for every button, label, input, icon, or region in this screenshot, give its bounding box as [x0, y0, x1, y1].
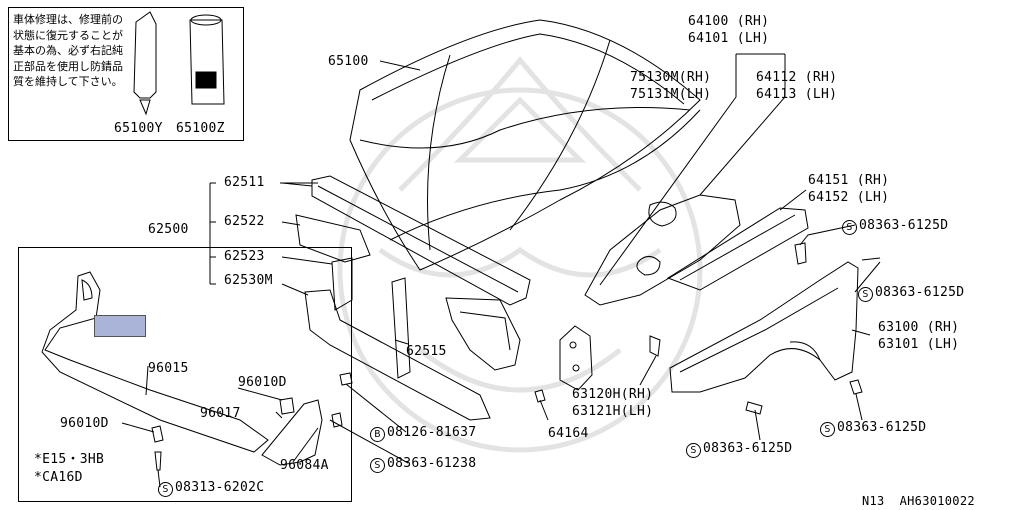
label-fender-rh[interactable]: 63100 (RH) — [878, 320, 960, 335]
radiator-support-drawing — [295, 175, 531, 421]
label-spoiler-clip[interactable]: 96084A — [280, 458, 329, 473]
circle-s-marker: S — [370, 458, 385, 473]
circle-s-marker: S — [842, 220, 857, 235]
label-spoiler-bracket[interactable]: 96017 — [200, 406, 241, 421]
label-hinge-rh[interactable]: 63120H(RH) — [572, 387, 654, 402]
label-rad-upper[interactable]: 62511 — [224, 175, 265, 190]
circle-s-marker: S — [858, 287, 873, 302]
circle-s-marker: S — [820, 422, 835, 437]
highlight-marker — [94, 315, 146, 337]
label-rad-lower[interactable]: 62530M — [224, 273, 273, 288]
label-rad-support[interactable]: 62500 — [148, 222, 189, 237]
hood-drawing — [349, 19, 701, 271]
label-bracket-rh[interactable]: 75130M(RH) — [630, 70, 712, 85]
note-products — [133, 11, 225, 116]
note-box: 車体修理は、修理前の状態に復元することが基本の為、必ず右記純正部品を使用し防錆品… — [8, 7, 244, 141]
label-bracket-lh[interactable]: 75131M(LH) — [630, 87, 712, 102]
label-hood[interactable]: 65100 — [328, 54, 369, 69]
apron-drawing — [584, 194, 809, 306]
circle-b-marker: B — [370, 427, 385, 442]
label-apron-rail-rh[interactable]: 64151 (RH) — [808, 173, 890, 188]
label-rad-side-1[interactable]: 62522 — [224, 214, 265, 229]
label-hinge-lh[interactable]: 63121H(LH) — [572, 404, 654, 419]
label-rad-side-2[interactable]: 62523 — [224, 249, 265, 264]
spoiler-drawing — [41, 271, 323, 471]
label-clip[interactable]: 64164 — [548, 426, 589, 441]
note-text: 車体修理は、修理前の状態に復元することが基本の為、必ず右記純正部品を使用し防錆品… — [13, 13, 123, 88]
footer-code: N13 AH63010022 — [862, 494, 975, 508]
label-apron-lh[interactable]: 64113 (LH) — [756, 87, 838, 102]
label-apron-rail-lh[interactable]: 64152 (LH) — [808, 190, 890, 205]
hinge-drawing — [559, 325, 593, 391]
label-apron-rh[interactable]: 64112 (RH) — [756, 70, 838, 85]
label-fender-lh[interactable]: 63101 (LH) — [878, 337, 960, 352]
label-hood-support-lh[interactable]: 64101 (LH) — [688, 31, 770, 46]
circle-s-marker: S — [158, 482, 173, 497]
watermark-emblem — [337, 56, 703, 453]
label-hood-support-rh[interactable]: 64100 (RH) — [688, 14, 770, 29]
label-engine-note-2: *CA16D — [34, 470, 83, 485]
circle-s-marker: S — [686, 443, 701, 458]
label-rad-center[interactable]: 62515 — [406, 344, 447, 359]
label-spoiler[interactable]: 96015 — [148, 361, 189, 376]
label-engine-note-1: *E15・3HB — [34, 452, 105, 467]
leader-lines — [121, 53, 881, 488]
fender-drawing — [669, 261, 859, 393]
note-part-right: 65100Z — [176, 121, 225, 136]
spoiler-frame — [18, 247, 352, 502]
note-part-left: 65100Y — [114, 121, 163, 136]
label-spoiler-side-l[interactable]: 96010D — [60, 416, 109, 431]
label-spoiler-side-r[interactable]: 96010D — [238, 375, 287, 390]
